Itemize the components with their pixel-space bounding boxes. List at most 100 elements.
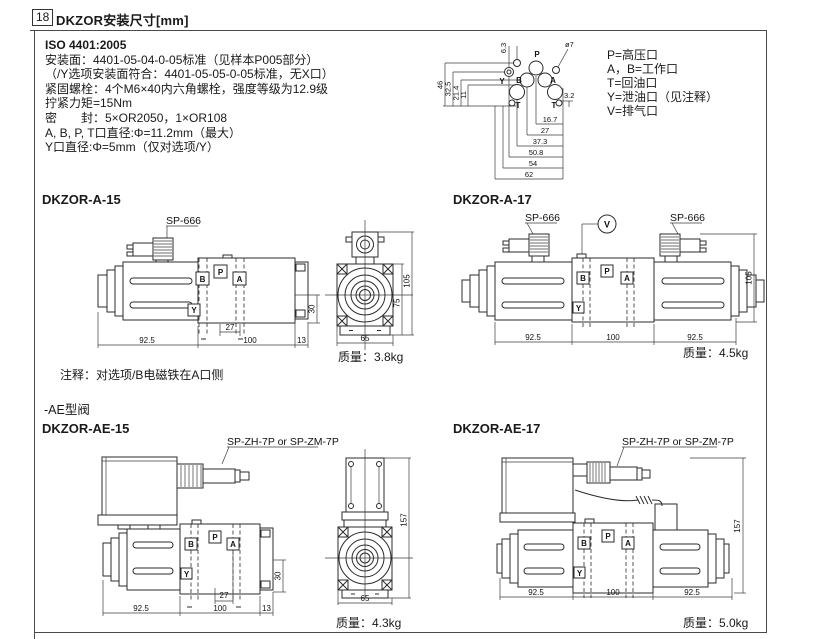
spec-line: Y口直径:Φ=5mm（仅对选项/Y） bbox=[45, 140, 219, 155]
frame-left bbox=[34, 30, 35, 639]
a15-dim-sol: 92.5 bbox=[139, 336, 155, 345]
dim-21-4: 21.4 bbox=[452, 86, 461, 101]
a17-connector-label-right: SP-666 bbox=[670, 212, 705, 224]
ae17-weight: 质量：5.0kg bbox=[683, 616, 749, 630]
spec-line: 紧固螺栓：4个M6×40内六角螺栓，强度等级为12.9级 bbox=[45, 81, 329, 96]
page-number: 18 bbox=[32, 9, 54, 26]
dim-54: 54 bbox=[529, 159, 537, 168]
header-rule bbox=[30, 30, 766, 31]
ae17-port-y: Y bbox=[577, 569, 583, 578]
a17-port-p: P bbox=[604, 267, 610, 276]
ae15-dim-end: 13 bbox=[262, 604, 271, 613]
ae-front-drawing: 157 65 bbox=[325, 449, 413, 605]
a17-port-y: Y bbox=[576, 304, 582, 313]
ae15-port-a: A bbox=[230, 540, 236, 549]
ae15-port-p: P bbox=[212, 533, 218, 542]
ae15-side-drawing: SP-ZH-7P or SP-ZM-7P bbox=[97, 436, 339, 616]
spec-line: A, B, P, T口直径:Φ=11.2mm（最大） bbox=[45, 125, 241, 140]
a15-port-p: P bbox=[218, 268, 224, 277]
ae15-connector-label: SP-ZH-7P or SP-ZM-7P bbox=[227, 436, 339, 448]
a15-dim-end: 13 bbox=[297, 336, 306, 345]
dim-50-8: 50.8 bbox=[529, 148, 544, 157]
a17-dim-105: 105 bbox=[745, 271, 754, 285]
ae-front-dim-157: 157 bbox=[400, 513, 409, 527]
ae-front-dim-65: 65 bbox=[361, 594, 370, 603]
a17-side-drawing: SP-666 SP-666 V bbox=[461, 212, 765, 345]
a-front-drawing: 105 75 65 bbox=[325, 220, 414, 350]
port-label-a: A bbox=[550, 76, 556, 85]
a15-dim-30: 30 bbox=[308, 304, 317, 313]
spec-line: 拧紧力矩=15Nm bbox=[45, 96, 133, 111]
ae17-side-drawing: SP-ZH-7P or SP-ZM-7P bbox=[496, 436, 746, 600]
ae17-port-a: A bbox=[625, 539, 631, 548]
a15-side-drawing: SP-666 B P A Y bbox=[97, 215, 320, 348]
page-title: DKZOR安装尺寸[mm] bbox=[56, 13, 189, 28]
a-front-dim-105: 105 bbox=[403, 274, 412, 288]
dim-37-3: 37.3 bbox=[533, 137, 548, 146]
a17-weight: 质量：4.5kg bbox=[683, 346, 749, 360]
ae17-connector-label: SP-ZH-7P or SP-ZM-7P bbox=[622, 436, 734, 448]
ae15-dim-30: 30 bbox=[274, 571, 283, 580]
dim-3-2: 3.2 bbox=[564, 91, 574, 100]
port-label-t2: T bbox=[552, 101, 557, 110]
a17-dim-right: 92.5 bbox=[687, 333, 703, 342]
ae15-dim-27: 27 bbox=[220, 591, 229, 600]
a17-connector-label-left: SP-666 bbox=[525, 212, 560, 224]
legend-line: Y=泄油口（见注释） bbox=[607, 90, 719, 104]
spec-line: ISO 4401:2005 bbox=[45, 38, 127, 52]
a17-port-a: A bbox=[624, 274, 630, 283]
a15-port-b: B bbox=[200, 275, 206, 284]
port-legend: P=高压口 A，B=工作口 T=回油口 Y=泄油口（见注释） V=排气口 bbox=[607, 48, 718, 118]
a-front-dim-75: 75 bbox=[393, 298, 402, 307]
spec-line: （/Y选项安装面符合：4401-05-05-0-05标准，无X口） bbox=[45, 67, 334, 82]
ae17-dim-left: 92.5 bbox=[528, 588, 544, 597]
section-title-ae15: DKZOR-AE-15 bbox=[42, 421, 130, 436]
ae15-dim-body: 100 bbox=[213, 604, 227, 613]
ae15-weight: 质量：4.3kg bbox=[336, 616, 402, 630]
dim-6-3: 6.3 bbox=[499, 43, 508, 53]
a15-note: 注释：对选项/B电磁铁在A口侧 bbox=[60, 368, 224, 382]
dim-32-5: 32.5 bbox=[444, 82, 453, 97]
spec-block: ISO 4401:2005 安装面：4401-05-04-0-05标准（见样本P… bbox=[45, 38, 334, 155]
dim-46: 46 bbox=[436, 81, 445, 89]
ae17-dim-body: 100 bbox=[606, 588, 620, 597]
section-title-a15: DKZOR-A-15 bbox=[42, 192, 121, 207]
port-label-y: Y bbox=[499, 77, 505, 86]
ae17-dim-157: 157 bbox=[733, 519, 742, 533]
legend-line: A，B=工作口 bbox=[607, 62, 679, 76]
a17-gauge-v: V bbox=[604, 220, 610, 230]
legend-line: T=回油口 bbox=[607, 76, 658, 90]
section-title-a17: DKZOR-A-17 bbox=[453, 192, 532, 207]
section-title-ae17: DKZOR-AE-17 bbox=[453, 421, 541, 436]
legend-line: V=排气口 bbox=[607, 104, 659, 118]
dim-dia7: ø7 bbox=[565, 40, 574, 49]
port-label-b: B bbox=[516, 76, 522, 85]
a15-connector-label: SP-666 bbox=[166, 215, 201, 227]
dim-11: 11 bbox=[459, 91, 468, 99]
ae15-port-b: B bbox=[188, 540, 194, 549]
a15-dim-27: 27 bbox=[226, 323, 235, 332]
a15-port-y: Y bbox=[191, 306, 197, 315]
ae15-dim-sol: 92.5 bbox=[133, 604, 149, 613]
dim-62: 62 bbox=[525, 170, 533, 179]
legend-line: P=高压口 bbox=[607, 48, 659, 62]
a15-weight: 质量：3.8kg bbox=[338, 350, 404, 364]
dim-27: 27 bbox=[541, 126, 549, 135]
ae17-port-p: P bbox=[605, 532, 611, 541]
section-ae-header: -AE型阀 bbox=[44, 403, 90, 417]
port-pattern-drawing: 46 32.5 21.4 11 6.3 P B A Y T T ø7 3.2 bbox=[436, 40, 574, 180]
ae17-port-b: B bbox=[581, 539, 587, 548]
a-front-dim-65: 65 bbox=[361, 334, 370, 343]
dim-16-7: 16.7 bbox=[543, 115, 558, 124]
spec-line: 密 封：5×OR2050，1×OR108 bbox=[45, 110, 228, 125]
port-label-t1: T bbox=[516, 101, 521, 110]
port-label-p: P bbox=[534, 50, 540, 59]
a15-dim-body: 100 bbox=[243, 336, 257, 345]
frame-bottom bbox=[34, 632, 766, 633]
frame-right bbox=[766, 30, 767, 633]
a17-port-b: B bbox=[580, 274, 586, 283]
a17-dim-body: 100 bbox=[606, 333, 620, 342]
ae15-port-y: Y bbox=[184, 570, 190, 579]
spec-line: 安装面：4401-05-04-0-05标准（见样本P005部分） bbox=[45, 52, 319, 67]
